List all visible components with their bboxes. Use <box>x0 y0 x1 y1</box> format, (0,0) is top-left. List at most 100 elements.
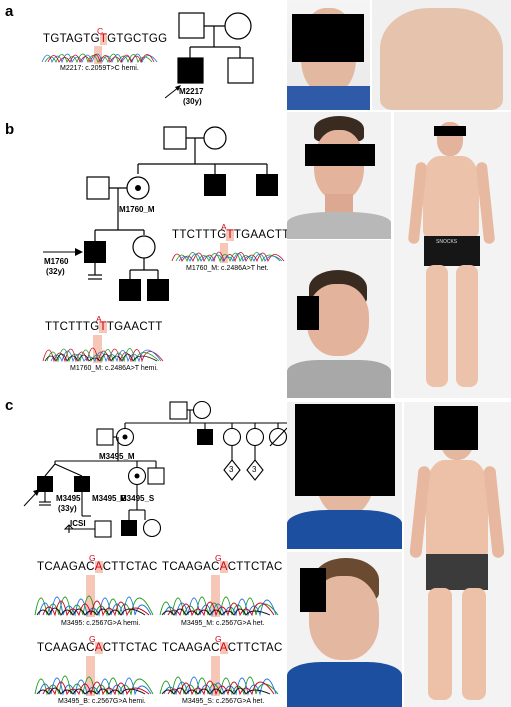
photo-a-face-censor <box>292 14 364 62</box>
seq-b-hemi-caption: M1760_M: c.2486A>T hemi. <box>70 365 159 372</box>
seq-a-top-base: C <box>97 26 104 36</box>
mother-label-c: M3495_M <box>99 452 135 461</box>
photo-c-face-censor <box>295 404 395 496</box>
seq-c-1-pre: TCAAGAC <box>37 561 95 573</box>
chromatogram-c-3 <box>34 656 154 696</box>
seq-c-4-text: TCAAGACACTTCTAC <box>162 642 283 654</box>
seq-c-4-top-base: G <box>215 634 222 644</box>
seq-c-1-text: TCAAGACACTTCTAC <box>37 561 158 573</box>
seq-a-text: TGTAGTGTGTGCTGG <box>43 33 167 45</box>
chromatogram-c-2 <box>159 575 279 617</box>
brother-label-c: M3495_B <box>92 494 127 503</box>
seq-c-4-caption: M3495_S: c.2567G>A het. <box>182 698 265 705</box>
seq-b-het-pre: TTCTTTG <box>172 229 227 241</box>
seq-c-2-top-base: G <box>215 553 222 563</box>
seq-b-het-caption: M1760_M: c.2486A>T het. <box>186 265 269 272</box>
proband-age-c: (33y) <box>58 504 77 513</box>
seq-b-hemi-top-base: A <box>96 314 102 324</box>
photo-c-left-leg <box>428 588 452 700</box>
chromatogram-b-hemi <box>42 335 164 363</box>
photo-a-shirt <box>287 86 370 110</box>
seq-c-3-caption: M3495_B: c.2567G>A hemi. <box>58 698 146 705</box>
mother-label-b: M1760_M <box>119 205 155 214</box>
seq-b-hemi-text: TTCTTTGTTGAACTT <box>45 321 163 333</box>
photo-b-shorts-brand: SNOCKS <box>436 239 458 245</box>
photo-c-body-censor <box>434 406 478 450</box>
pedigree-a <box>177 12 254 84</box>
icsi-label: ICSI <box>70 519 86 528</box>
proband-age-b: (32y) <box>46 267 65 276</box>
photo-b-full-body: SNOCKS <box>394 112 511 398</box>
proband-arrow-a <box>164 85 181 99</box>
seq-c-4-mut: A <box>219 642 228 654</box>
photo-b-face-front <box>287 112 391 239</box>
diamond-count-2: 3 <box>252 465 257 474</box>
photo-c-profile-censor <box>300 568 326 612</box>
photo-c-full-body <box>404 402 511 707</box>
proband-arrow-b <box>43 248 83 256</box>
photo-c-body-torso <box>426 460 488 560</box>
photo-b-profile-censor <box>297 296 319 330</box>
seq-c-3-post: CTTCTAC <box>102 642 158 654</box>
photo-b-face-censor <box>305 144 375 166</box>
photo-c-face-front <box>287 402 402 549</box>
photo-b-body-censor <box>434 126 466 136</box>
panel-letter-a: a <box>5 3 14 20</box>
photo-a-torso-body <box>380 8 503 110</box>
panel-letter-b: b <box>5 121 15 138</box>
seq-b-het-post: TGAACTT <box>233 229 290 241</box>
photo-b-shirt <box>287 212 391 239</box>
proband-arrow-c <box>23 489 40 507</box>
seq-c-1-top-base: G <box>89 553 96 563</box>
photo-c-shorts <box>426 554 488 590</box>
proband-label-b: M1760 <box>44 257 69 266</box>
seq-b-hemi-mut: T <box>99 321 107 333</box>
chromatogram-c-4 <box>159 656 279 696</box>
photo-c-hoodie <box>287 510 402 549</box>
proband-age-a: (30y) <box>183 97 202 106</box>
photo-b-shorts <box>424 236 480 266</box>
photo-c-right-leg <box>462 588 486 700</box>
seq-b-het-text: TTCTTTGTTGAACTT <box>172 229 290 241</box>
photo-a-face <box>287 0 370 110</box>
seq-c-2-post: CTTCTAC <box>227 561 283 573</box>
proband-label-a: M2217 <box>179 87 204 96</box>
seq-c-2-mut: A <box>219 561 228 573</box>
seq-c-3-mut: A <box>94 642 103 654</box>
photo-b-neck <box>325 194 353 216</box>
photo-b-right-leg <box>456 265 478 387</box>
seq-c-4-post: CTTCTAC <box>227 642 283 654</box>
seq-b-hemi-pre: TTCTTTG <box>45 321 100 333</box>
pedigree-c <box>37 400 300 538</box>
photo-b-body-torso <box>423 156 479 238</box>
sister-label-c: M3495_S <box>120 494 155 503</box>
seq-c-2-text: TCAAGACACTTCTAC <box>162 561 283 573</box>
chromatogram-b-het <box>171 243 285 263</box>
seq-b-het-top-base: A <box>221 222 227 232</box>
chromatogram-c-1 <box>34 575 154 617</box>
chromatogram-a <box>41 46 158 64</box>
seq-a-mut: T <box>99 33 108 45</box>
photo-c-profile-hoodie <box>287 662 402 707</box>
photo-b-left-leg <box>426 265 448 387</box>
seq-c-4-pre: TCAAGAC <box>162 642 220 654</box>
seq-c-1-mut: A <box>94 561 103 573</box>
seq-c-2-caption: M3495_M: c.2567G>A het. <box>181 620 265 627</box>
seq-a-post: GTGCTGG <box>107 33 168 45</box>
photo-a-torso <box>372 0 511 110</box>
panel-letter-c: c <box>5 397 14 414</box>
seq-c-3-pre: TCAAGAC <box>37 642 95 654</box>
photo-b-face-profile <box>287 240 391 398</box>
seq-b-het-mut: T <box>226 229 234 241</box>
seq-c-3-text: TCAAGACACTTCTAC <box>37 642 158 654</box>
seq-c-1-caption: M3495: c.2567G>A hemi. <box>61 620 141 627</box>
seq-c-3-top-base: G <box>89 634 96 644</box>
proband-label-c: M3495 <box>56 494 81 503</box>
photo-b-profile-shirt <box>287 360 391 398</box>
photo-c-face-profile <box>287 552 402 707</box>
seq-c-1-post: CTTCTAC <box>102 561 158 573</box>
diamond-count-1: 3 <box>229 465 234 474</box>
seq-b-hemi-post: TGAACTT <box>106 321 163 333</box>
seq-a-pre: TGTAGTG <box>43 33 100 45</box>
seq-a-caption: M2217: c.2059T>C hemi. <box>60 65 139 72</box>
